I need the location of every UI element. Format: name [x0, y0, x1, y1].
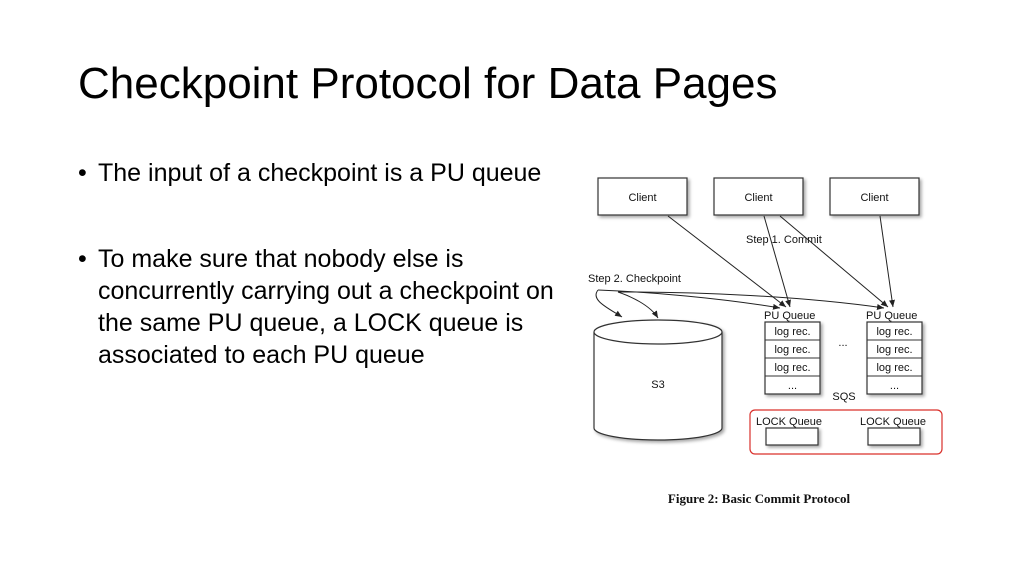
client-box: Client: [597, 177, 688, 216]
commit-arrow: [763, 215, 791, 308]
log-record: log rec.: [876, 344, 912, 356]
checkpoint-arrows: [595, 289, 885, 319]
s3-cylinder: [593, 319, 723, 441]
figure-caption: Figure 2: Basic Commit Protocol: [668, 491, 851, 506]
commit-arrows: [667, 215, 895, 308]
log-record: log rec.: [876, 326, 912, 338]
commit-arrow: [667, 215, 787, 308]
checkpoint-arrow: [595, 289, 623, 318]
lock-queue-group: [749, 409, 943, 455]
log-ellipsis: ...: [788, 380, 797, 392]
lock-queue-box: [765, 427, 819, 446]
bullet-item: • The input of a checkpoint is a PU queu…: [78, 157, 578, 189]
log-ellipsis: ...: [890, 380, 899, 392]
step1-label: Step 1. Commit: [746, 234, 822, 246]
pu-queue-label: PU Queue: [764, 310, 815, 322]
commit-arrow: [879, 215, 895, 308]
checkpoint-arrow: [617, 291, 659, 319]
client-label: Client: [860, 192, 888, 204]
client-label: Client: [744, 192, 772, 204]
lock-queue-box: [867, 427, 921, 446]
log-record: log rec.: [876, 362, 912, 374]
sqs-label: SQS: [832, 391, 855, 403]
log-record: log rec.: [774, 344, 810, 356]
bullet-dot: •: [78, 159, 87, 187]
bullet-list: • The input of a checkpoint is a PU queu…: [78, 157, 578, 371]
lock-queue-label: LOCK Queue: [860, 416, 926, 428]
bullet-item: • To make sure that nobody else is concu…: [78, 243, 578, 371]
checkpoint-arrow: [617, 291, 885, 310]
pu-queue-label: PU Queue: [866, 310, 917, 322]
pu-queue: log rec. log rec. log rec. ...: [764, 321, 821, 395]
client-box: Client: [713, 177, 804, 216]
log-record: log rec.: [774, 362, 810, 374]
lock-queue-label: LOCK Queue: [756, 416, 822, 428]
client-box: Client: [829, 177, 920, 216]
s3-label: S3: [651, 379, 664, 391]
client-label: Client: [628, 192, 656, 204]
bullet-text: To make sure that nobody else is concurr…: [98, 245, 554, 369]
queue-ellipsis: ...: [838, 337, 847, 349]
checkpoint-arrow: [597, 289, 781, 310]
slide-title: Checkpoint Protocol for Data Pages: [78, 59, 778, 108]
step2-label: Step 2. Checkpoint: [588, 273, 681, 285]
log-record: log rec.: [774, 326, 810, 338]
pu-queue: log rec. log rec. log rec. ...: [866, 321, 923, 395]
bullet-dot: •: [78, 245, 87, 273]
bullet-text: The input of a checkpoint is a PU queue: [98, 159, 542, 187]
commit-arrow: [779, 215, 889, 308]
